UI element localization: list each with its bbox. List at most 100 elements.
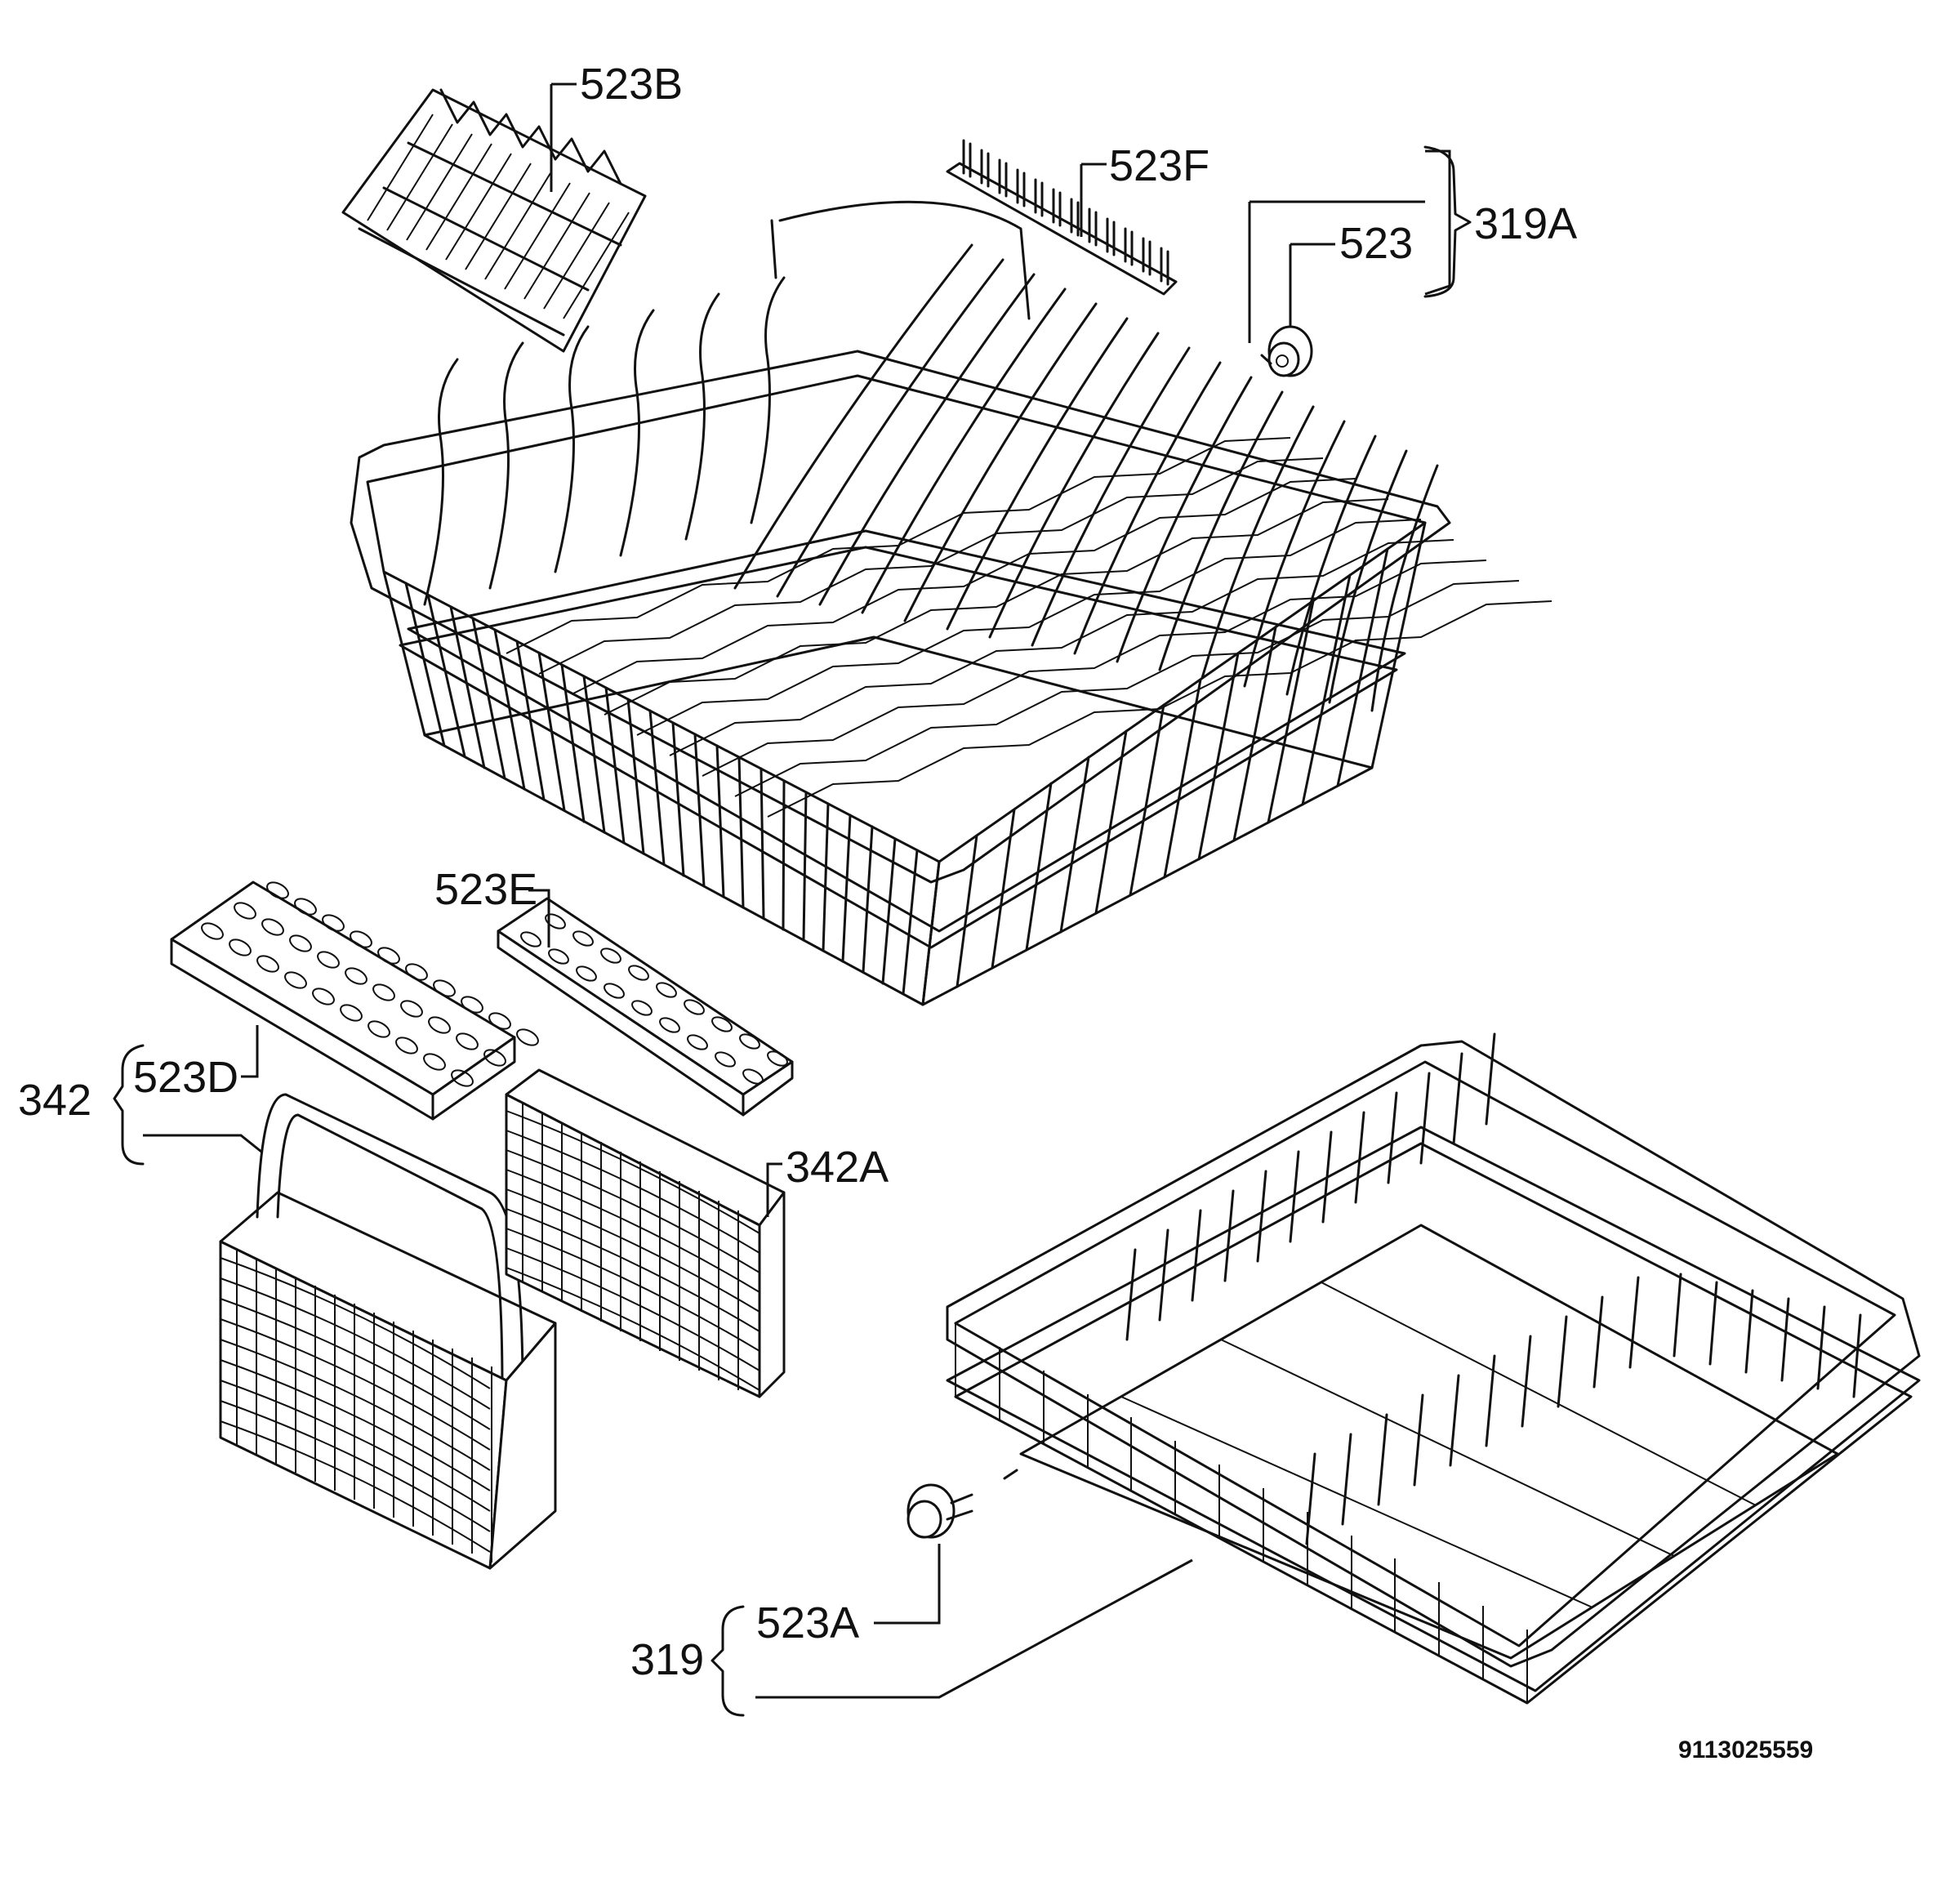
cutlery-cover-523e xyxy=(497,897,794,1117)
cover-hole xyxy=(322,914,345,932)
cover-hole xyxy=(461,996,483,1014)
basket-rib xyxy=(506,1228,760,1352)
insert-rib xyxy=(504,182,571,290)
grid-wire xyxy=(636,519,1422,736)
tine-wire xyxy=(988,332,1160,639)
wheel-523 xyxy=(1260,325,1313,377)
basket-rib xyxy=(506,1149,760,1273)
cover-hole xyxy=(395,1037,418,1054)
tine-wire xyxy=(1521,1335,1532,1428)
tine-wire xyxy=(1419,1072,1431,1165)
cover-hole xyxy=(229,938,252,956)
basket-rib xyxy=(506,1247,760,1371)
tine-wire xyxy=(1370,464,1439,712)
basket-wire xyxy=(1197,652,1240,861)
insert-rib xyxy=(484,172,551,280)
basket-wire xyxy=(648,709,666,866)
tine-wire xyxy=(1557,1315,1568,1408)
grid-wire xyxy=(669,539,1454,756)
comb-pin xyxy=(1070,198,1080,237)
cover-hole xyxy=(266,881,289,899)
basket-rib xyxy=(506,1110,760,1234)
basket-wire xyxy=(1370,521,1427,769)
label-342a: 342A xyxy=(786,1143,889,1192)
basket-wire xyxy=(862,825,874,974)
label-523f: 523F xyxy=(1109,141,1209,190)
cutlery-basket-342 xyxy=(219,1093,557,1570)
tine-wire xyxy=(1673,1273,1682,1358)
support-wire xyxy=(488,341,524,590)
comb-pin xyxy=(1016,168,1026,207)
basket-wire xyxy=(1129,703,1165,897)
grid-wire xyxy=(767,600,1552,818)
basket-rib xyxy=(506,1188,760,1313)
cover-hole xyxy=(345,967,368,985)
tine-wire xyxy=(818,273,1036,606)
label-523: 523 xyxy=(1339,219,1413,268)
cover-hole xyxy=(687,1034,708,1050)
tine-wire xyxy=(1413,1393,1424,1487)
cover-hole xyxy=(312,988,335,1005)
basket-rib xyxy=(220,1298,491,1430)
tine-wire xyxy=(1387,1091,1398,1184)
basket-rib xyxy=(220,1420,491,1553)
cover-hole xyxy=(684,999,705,1015)
cover-hole xyxy=(433,979,456,997)
tine-wire xyxy=(1031,346,1191,647)
label-523d: 523D xyxy=(133,1053,238,1102)
tine-wire xyxy=(1452,1052,1463,1145)
lower-basket xyxy=(946,1032,1921,1705)
comb-pin xyxy=(962,139,972,178)
cover-hole xyxy=(711,1016,733,1032)
label-523e: 523E xyxy=(434,865,537,914)
cover-hole xyxy=(483,1049,506,1067)
grid-wire xyxy=(1120,1396,1593,1608)
tine-wire xyxy=(1708,1281,1718,1366)
cover-hole xyxy=(340,1004,363,1022)
label-523b: 523B xyxy=(580,60,683,109)
cover-hole xyxy=(423,1053,446,1071)
tine-wire xyxy=(1243,420,1346,688)
basket-wire xyxy=(404,582,446,747)
basket-wire xyxy=(626,698,645,855)
cover-hole xyxy=(715,1051,736,1068)
comb-pin xyxy=(1142,237,1152,276)
support-wire xyxy=(684,292,720,541)
cover-hole xyxy=(368,1020,390,1038)
basket-rib xyxy=(220,1277,491,1410)
insert-rib xyxy=(563,212,630,319)
basket-rib xyxy=(220,1400,491,1532)
cover-hole xyxy=(201,922,224,940)
comb-pin xyxy=(1052,188,1062,227)
tine-wire xyxy=(1285,435,1377,696)
tine-wire xyxy=(1780,1297,1790,1382)
tine-wire xyxy=(1256,1170,1267,1263)
tine-wire xyxy=(1073,361,1222,655)
basket-wire xyxy=(515,640,546,801)
cover-hole xyxy=(767,1050,788,1067)
insert-rib xyxy=(523,192,590,300)
cutlery-cover-523d xyxy=(170,881,539,1121)
insert-rib xyxy=(425,143,492,251)
label-319a: 319A xyxy=(1474,199,1577,248)
tine-wire xyxy=(1158,390,1284,671)
cover-hole xyxy=(256,955,279,973)
basket-wire xyxy=(604,686,626,845)
tine-wire xyxy=(1592,1295,1604,1389)
basket-wire xyxy=(471,617,506,780)
tine-wire xyxy=(776,258,1004,598)
tine-wire xyxy=(1321,1130,1333,1224)
basket-rib xyxy=(220,1380,491,1512)
insert-rib xyxy=(465,163,532,270)
basket-wire xyxy=(449,605,486,769)
basket-wire xyxy=(760,767,765,920)
comb-pin xyxy=(1106,217,1116,256)
cover-hole xyxy=(548,948,569,965)
basket-wire xyxy=(537,651,566,812)
tine-wire xyxy=(1328,449,1408,704)
comb-pin xyxy=(1124,227,1134,266)
cover-hole xyxy=(739,1033,760,1050)
label-523a: 523A xyxy=(756,1598,859,1647)
tine-wire xyxy=(1116,376,1253,663)
comb-pin xyxy=(980,149,990,188)
